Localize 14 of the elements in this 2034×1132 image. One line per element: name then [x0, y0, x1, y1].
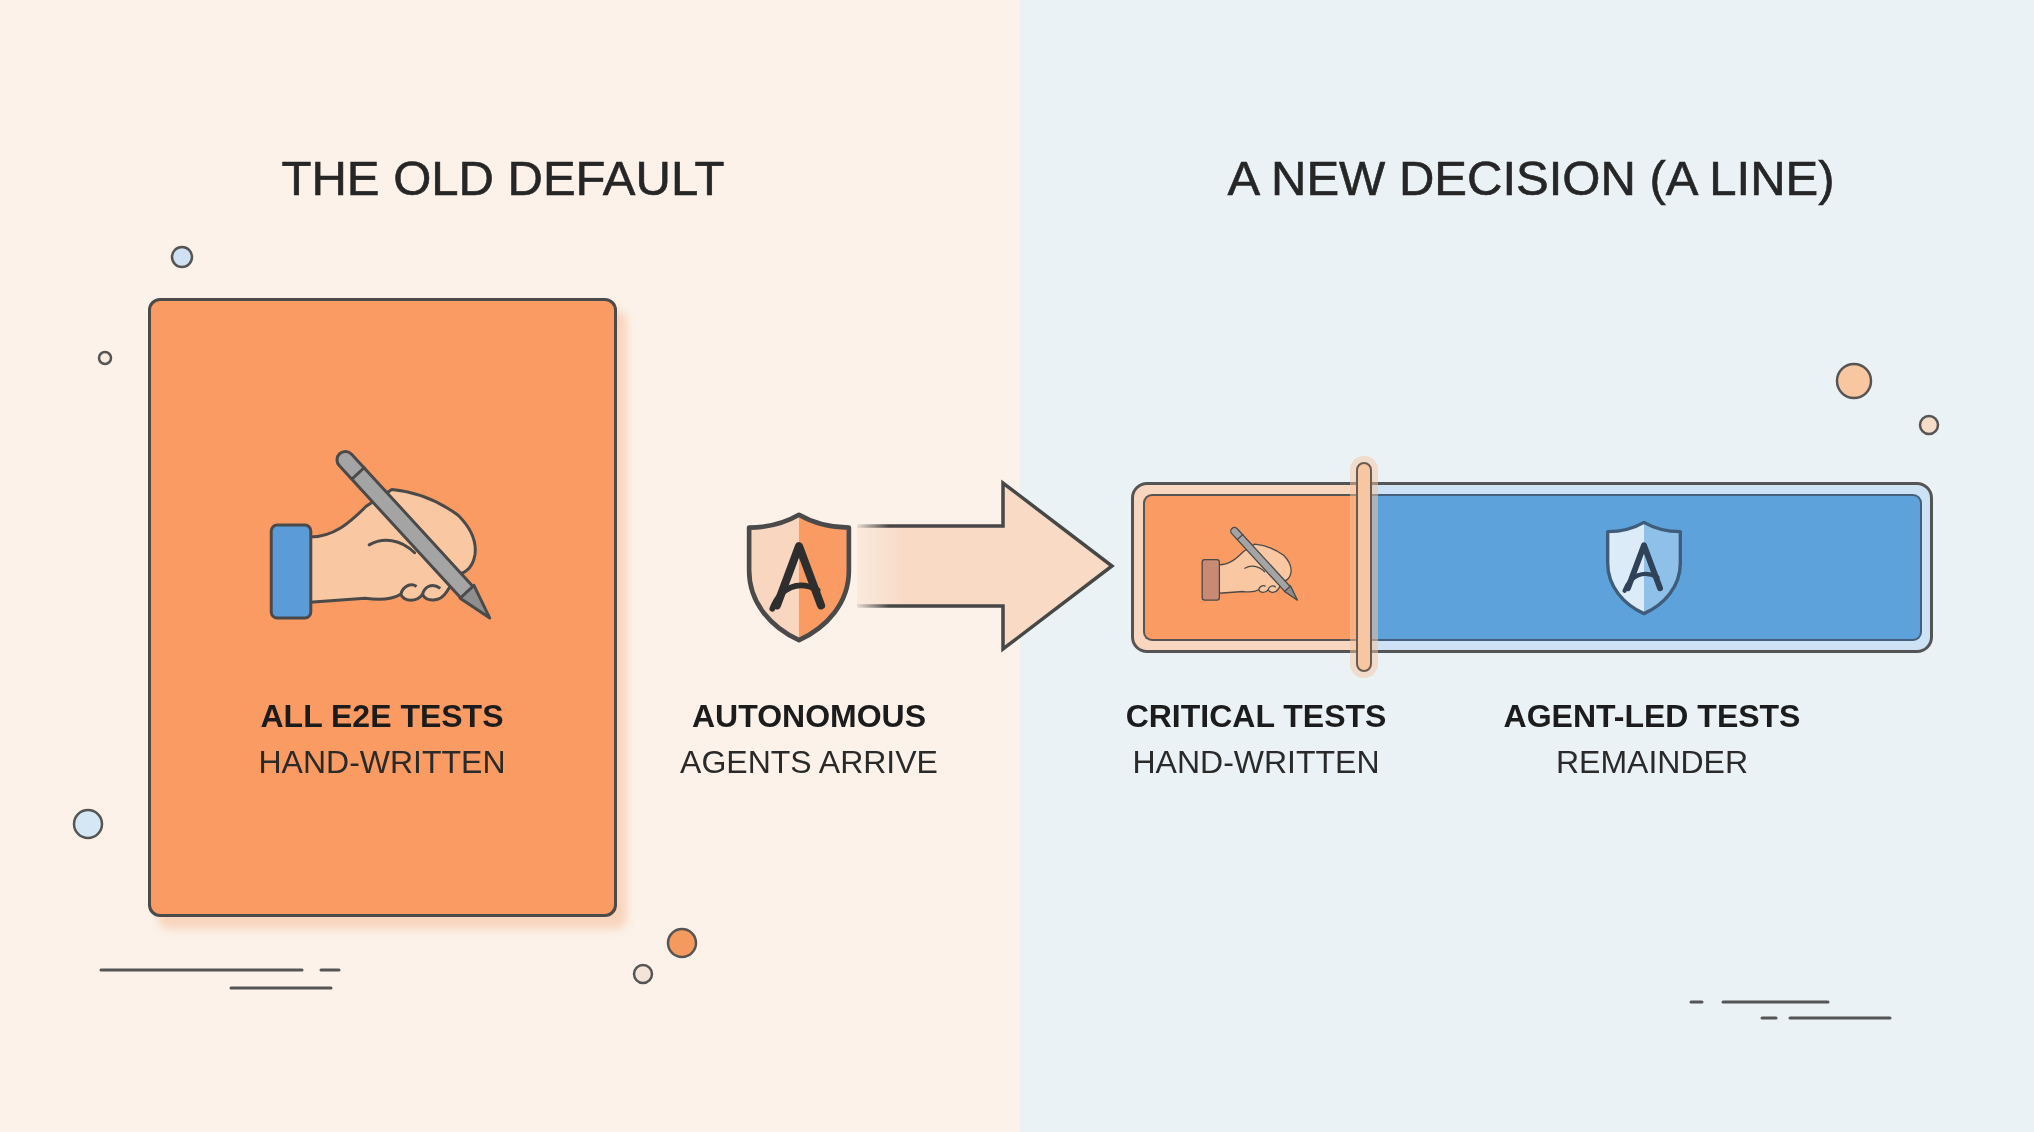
divider-handle — [1356, 462, 1372, 672]
node-subheading: AGENTS ARRIVE — [680, 743, 938, 781]
card-panel — [148, 298, 617, 917]
node-heading: ALL E2E TESTS — [260, 697, 504, 735]
block-arrow — [855, 479, 1115, 653]
node-subheading: HAND-WRITTEN — [1132, 743, 1380, 781]
panel-title: THE OLD DEFAULT — [281, 149, 725, 207]
panel-title: A NEW DECISION (A LINE) — [1227, 149, 1835, 207]
node-heading: AUTONOMOUS — [691, 697, 927, 735]
node-heading: CRITICAL TESTS — [1125, 697, 1387, 735]
background-panel — [1020, 0, 2034, 1132]
node-subheading: REMAINDER — [1556, 743, 1748, 781]
node-heading: AGENT-LED TESTS — [1503, 697, 1801, 735]
node-subheading: HAND-WRITTEN — [258, 743, 506, 781]
